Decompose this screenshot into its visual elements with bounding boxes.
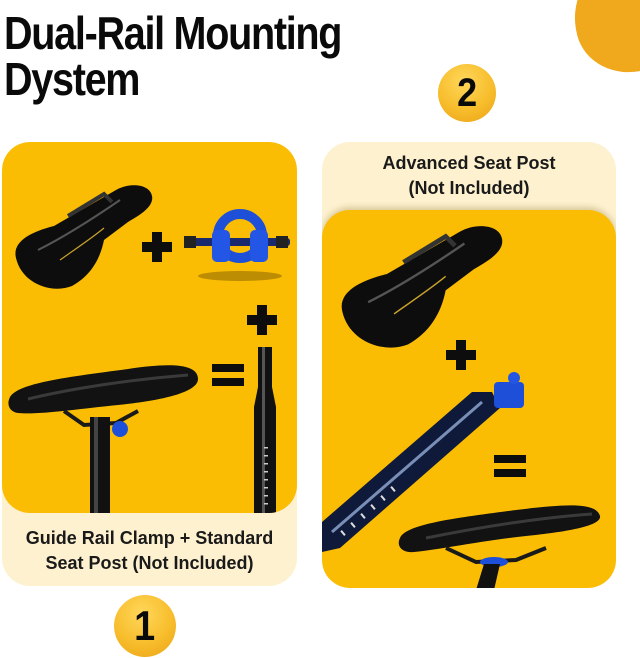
option-2-panel: Advanced Seat Post (Not Included): [322, 142, 616, 588]
advanced-seat-post-image: [322, 372, 524, 552]
equals-icon: [212, 364, 244, 386]
assembled-saddle-image: [398, 505, 601, 588]
step-2-badge: 2: [438, 64, 496, 122]
option-1-caption: Guide Rail Clamp + Standard Seat Post (N…: [25, 528, 274, 573]
assembled-saddle-image: [8, 365, 198, 513]
plus-icon: [446, 340, 482, 376]
seat-post-image: [254, 347, 276, 513]
option-2-caption: Advanced Seat Post (Not Included): [382, 153, 556, 198]
equals-icon: [494, 455, 532, 481]
option-1-panel: Guide Rail Clamp + Standard Seat Post (N…: [2, 142, 297, 586]
saddle-image: [15, 185, 153, 289]
title-line-2: Dystem: [4, 53, 140, 105]
saddle-image: [341, 226, 503, 348]
page-title: Dual-Rail Mounting Dystem: [4, 7, 342, 105]
rail-clamp-image: [184, 209, 290, 281]
step-1-badge: 1: [114, 595, 176, 657]
option-2-image-area: [322, 210, 616, 588]
option-1-image-area: [2, 142, 297, 513]
plus-icon: [142, 232, 172, 262]
plus-icon: [247, 305, 277, 335]
corner-decoration: [561, 0, 640, 85]
title-line-1: Dual-Rail Mounting: [4, 7, 342, 59]
